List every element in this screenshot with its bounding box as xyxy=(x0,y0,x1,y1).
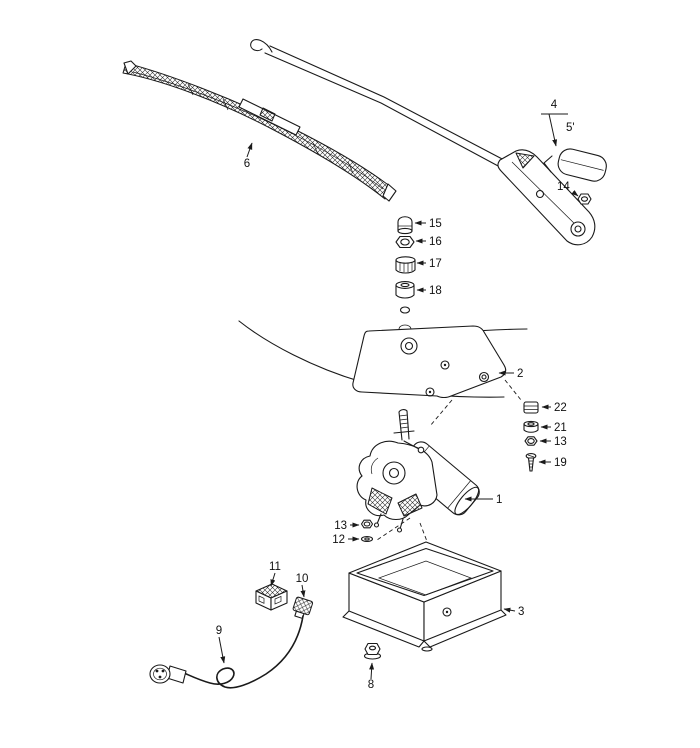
pivot-nut-16 xyxy=(395,235,415,249)
callout-10-label: 10 xyxy=(296,573,309,585)
washer-12 xyxy=(360,536,374,542)
plug-drawing xyxy=(292,596,314,619)
callout-arm-label: 4 xyxy=(551,99,558,111)
callouts: 6 4 5' 14 15 16 17 18 xyxy=(216,99,579,691)
callout-arm-assembly: 4 xyxy=(541,99,568,147)
callout-12-label: 12 xyxy=(332,534,345,546)
bushing-21 xyxy=(523,420,539,433)
callout-cable-9: 9 xyxy=(216,625,226,664)
callout-connector-11: 11 xyxy=(269,561,281,587)
callout-blade-label: 6 xyxy=(244,158,250,170)
callout-21-label: 21 xyxy=(554,422,567,434)
callout-bushing-15: 15 xyxy=(414,218,442,230)
pivot-oring xyxy=(399,306,411,314)
callout-mount-22: 22 xyxy=(541,402,567,414)
pivot-bushing-15 xyxy=(397,216,413,235)
wiper-motor-drawing xyxy=(356,409,480,545)
callout-13-right-label: 13 xyxy=(554,436,567,448)
callout-motor-1: 1 xyxy=(464,494,502,506)
callout-nut-13-left: 13 xyxy=(334,520,360,532)
callout-arm-nut-label: 14 xyxy=(557,181,570,193)
callout-9-label: 9 xyxy=(216,625,222,637)
callout-washer-12: 12 xyxy=(332,534,360,546)
nut-13-left xyxy=(360,519,374,529)
housing-drawing xyxy=(342,541,507,652)
callout-arm-nut: 14 xyxy=(557,181,579,197)
pivot-grommet-18 xyxy=(395,281,415,299)
callout-housing-3: 3 xyxy=(503,606,524,618)
callout-3-label: 3 xyxy=(518,606,524,618)
callout-arm-cap: 5' xyxy=(566,122,575,134)
callout-grommet-18: 18 xyxy=(416,285,442,297)
callout-nut-13-right: 13 xyxy=(539,436,567,448)
callout-bushing-21: 21 xyxy=(540,422,567,434)
callout-screw-19: 19 xyxy=(538,457,567,469)
callout-13-left-label: 13 xyxy=(334,520,347,532)
nut-13-right xyxy=(524,436,538,446)
wiper-blade-drawing xyxy=(122,60,397,202)
arm-cap-drawing xyxy=(543,148,607,182)
flange-nut-drawing xyxy=(363,642,382,660)
callout-17-label: 17 xyxy=(429,258,442,270)
callout-2-label: 2 xyxy=(517,368,523,380)
callout-19-label: 19 xyxy=(554,457,567,469)
callout-blade: 6 xyxy=(244,142,253,170)
callout-8-label: 8 xyxy=(368,679,374,691)
wiper-arm-drawing xyxy=(250,39,596,246)
callout-11-label: 11 xyxy=(269,561,281,573)
callout-arm-cap-label: 5' xyxy=(566,122,575,134)
callout-nut-16: 16 xyxy=(415,236,442,248)
pivot-collar-17 xyxy=(395,256,416,274)
rubber-mount-22 xyxy=(523,401,539,414)
connector-drawing xyxy=(255,583,288,611)
callout-1-label: 1 xyxy=(496,494,502,506)
screw-19 xyxy=(525,453,537,472)
callout-15-label: 15 xyxy=(429,218,442,230)
callout-collar-17: 17 xyxy=(416,258,442,270)
mounting-plate-drawing xyxy=(352,324,522,427)
callout-plug-10: 10 xyxy=(296,573,309,598)
callout-plate-2: 2 xyxy=(498,368,523,380)
callout-nut-8: 8 xyxy=(368,662,374,691)
arm-nut-drawing xyxy=(577,193,592,205)
cable-drawing xyxy=(149,615,304,689)
callout-22-label: 22 xyxy=(554,402,567,414)
callout-16-label: 16 xyxy=(429,236,442,248)
callout-18-label: 18 xyxy=(429,285,442,297)
